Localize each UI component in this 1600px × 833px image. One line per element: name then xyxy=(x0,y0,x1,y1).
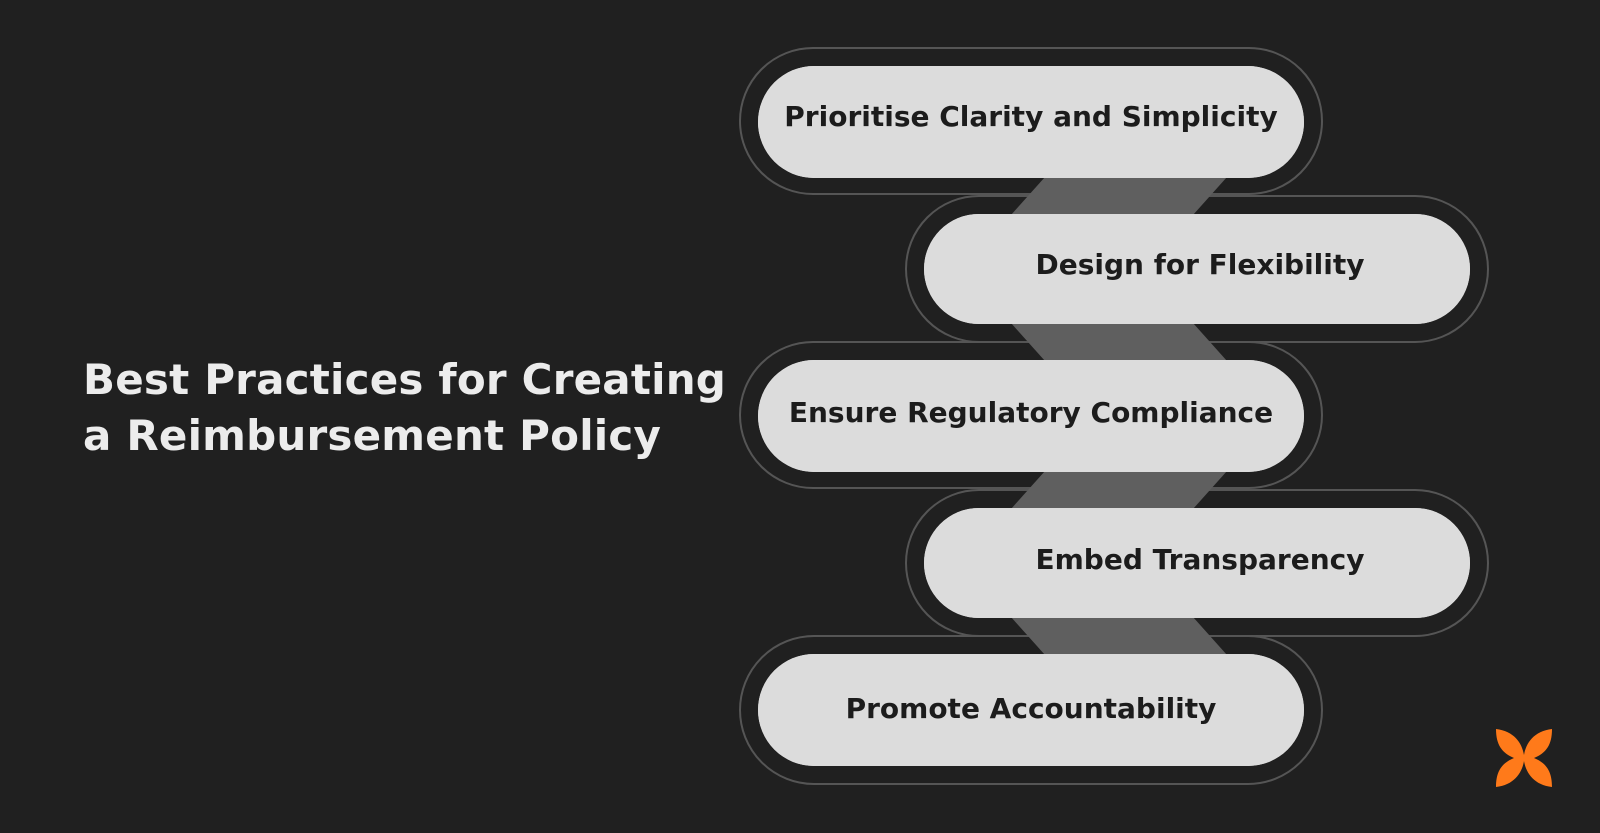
title-line-1: Best Practices for Creating xyxy=(83,355,727,404)
connector-3-front xyxy=(1011,471,1227,509)
step-5-label-front: Promote Accountability xyxy=(846,692,1217,725)
connector-1-front xyxy=(1011,177,1227,215)
step-4-pill-front xyxy=(924,508,1470,618)
step-4-label-front: Embed Transparency xyxy=(1036,543,1365,576)
step-1-label-front: Prioritise Clarity and Simplicity xyxy=(784,100,1277,133)
connector-4-front xyxy=(1011,617,1227,655)
step-3-label-front: Ensure Regulatory Compliance xyxy=(789,396,1273,429)
page-title: Best Practices for Creating a Reimbursem… xyxy=(83,352,727,464)
step-3-pill-front xyxy=(758,360,1304,472)
step-2-label-front: Design for Flexibility xyxy=(1035,248,1364,281)
step-1-pill-front xyxy=(758,66,1304,178)
title-line-2: a Reimbursement Policy xyxy=(83,411,662,460)
butterfly-logo-icon xyxy=(1496,729,1552,787)
step-2-pill-front xyxy=(924,214,1470,324)
connector-2-front xyxy=(1011,323,1227,361)
step-5-pill-front xyxy=(758,654,1304,766)
